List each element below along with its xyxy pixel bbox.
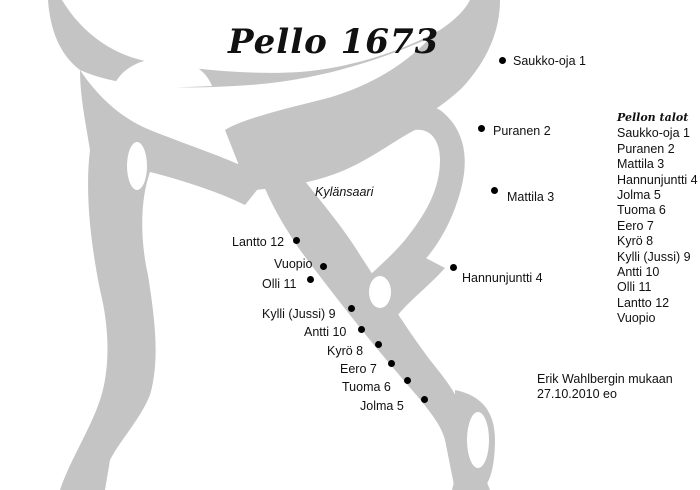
river-right-branch [380,255,445,315]
lower-island [467,412,489,468]
credit-date: 27.10.2010 eo [537,387,617,401]
place-label: Kyrö 8 [327,344,364,358]
place-label: Puranen 2 [493,124,551,138]
place-label: Tuoma 6 [342,380,391,394]
marker-kylli-jussi [348,305,355,312]
place-label: Hannunjuntti 4 [462,271,543,285]
marker-mattila [491,187,498,194]
legend-item: Hannunjuntti 4 [617,172,698,187]
place-label: Olli 11 [262,277,297,291]
marker-olli [307,276,314,283]
marker-antti [358,326,365,333]
place-label: Mattila 3 [507,190,555,204]
place-label: Kylli (Jussi) 9 [262,307,336,321]
legend-item: Vuopio [617,311,656,326]
place-label: Saukko-oja 1 [513,54,586,68]
river-loop [235,107,465,300]
legend-item: Puranen 2 [617,141,675,156]
marker-vuopio [320,263,327,270]
credit-author: Erik Wahlbergin mukaan [537,372,673,386]
legend-item: Saukko-oja 1 [617,126,690,141]
legend-item: Tuoma 6 [617,203,666,218]
river-main-channel [260,175,490,490]
legend-item: Olli 11 [617,280,652,295]
sandbar [112,57,212,90]
marker-tuoma [404,377,411,384]
marker-saukko-oja [499,57,506,64]
legend: Pellon talot Saukko-oja 1 Puranen 2 Matt… [617,110,698,327]
marker-hannunjuntti [450,264,457,271]
place-label: Antti 10 [304,325,347,339]
marker-lantto [293,237,300,244]
place-label: Lantto 12 [232,235,285,249]
marker-puranen [478,125,485,132]
marker-jolma [421,396,428,403]
marker-eero [388,360,395,367]
legend-item: Mattila 3 [617,157,665,172]
river-left [60,70,265,490]
legend-item: Jolma 5 [617,188,661,203]
legend-item: Lantto 12 [617,295,670,310]
place-label: Jolma 5 [360,399,404,413]
legend-title: Pellon talot [617,111,689,124]
left-island [127,142,147,190]
island-label: Kylänsaari [315,185,374,199]
legend-item: Antti 10 [617,265,660,280]
legend-item: Kyrö 8 [617,234,654,249]
place-label: Vuopio [274,257,313,271]
marker-kyro [375,341,382,348]
legend-item: Kylli (Jussi) 9 [617,249,691,264]
small-island [369,276,391,308]
map-title: Pello 1673 [228,22,440,62]
legend-item: Eero 7 [617,218,654,233]
credit-note: Erik Wahlbergin mukaan 27.10.2010 eo [537,372,673,402]
place-label: Eero 7 [340,362,377,376]
